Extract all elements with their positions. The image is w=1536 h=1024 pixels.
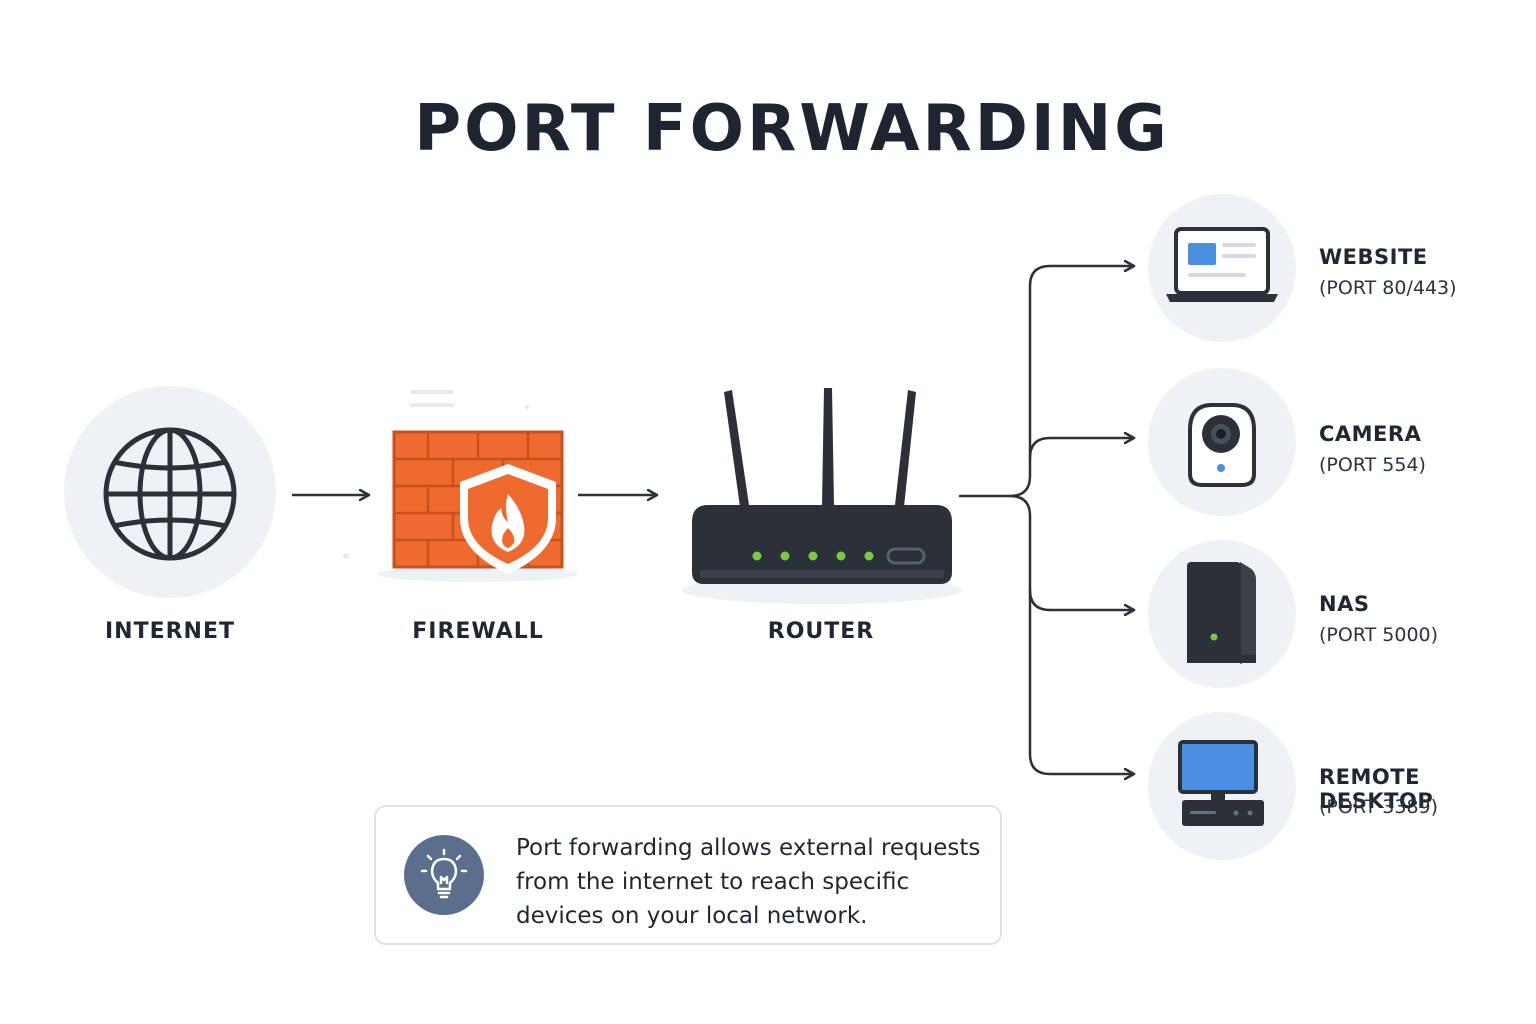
lightbulb-icon bbox=[404, 835, 484, 915]
camera-port: (PORT 554) bbox=[1319, 454, 1426, 476]
camera-icon bbox=[1148, 368, 1296, 516]
firewall-label: FIREWALL bbox=[412, 619, 544, 644]
router-label: ROUTER bbox=[767, 619, 875, 644]
shield-icon bbox=[460, 464, 556, 574]
nas-port: (PORT 5000) bbox=[1319, 624, 1439, 646]
nas-label: NAS bbox=[1319, 592, 1370, 616]
camera-label: CAMERA bbox=[1319, 422, 1422, 446]
info-text: Port forwarding allows external requests… bbox=[516, 835, 981, 929]
laptop-icon bbox=[1148, 194, 1296, 342]
branch-connector bbox=[958, 266, 1136, 774]
globe-icon bbox=[64, 386, 276, 598]
internet-label: INTERNET bbox=[104, 619, 236, 644]
firewall-icon bbox=[343, 390, 578, 582]
website-label: WEBSITE bbox=[1319, 245, 1428, 269]
remote-desktop-port: (PORT 3389) bbox=[1319, 796, 1439, 818]
nas-icon bbox=[1148, 540, 1296, 688]
desktop-icon bbox=[1148, 712, 1296, 860]
website-port: (PORT 80/443) bbox=[1319, 277, 1457, 299]
info-box: Port forwarding allows external requests… bbox=[374, 805, 1002, 945]
remote-desktop-label: REMOTE DESKTOP bbox=[1319, 765, 1434, 813]
page-title: PORT FORWARDING bbox=[414, 92, 1170, 166]
router-icon bbox=[682, 388, 962, 604]
